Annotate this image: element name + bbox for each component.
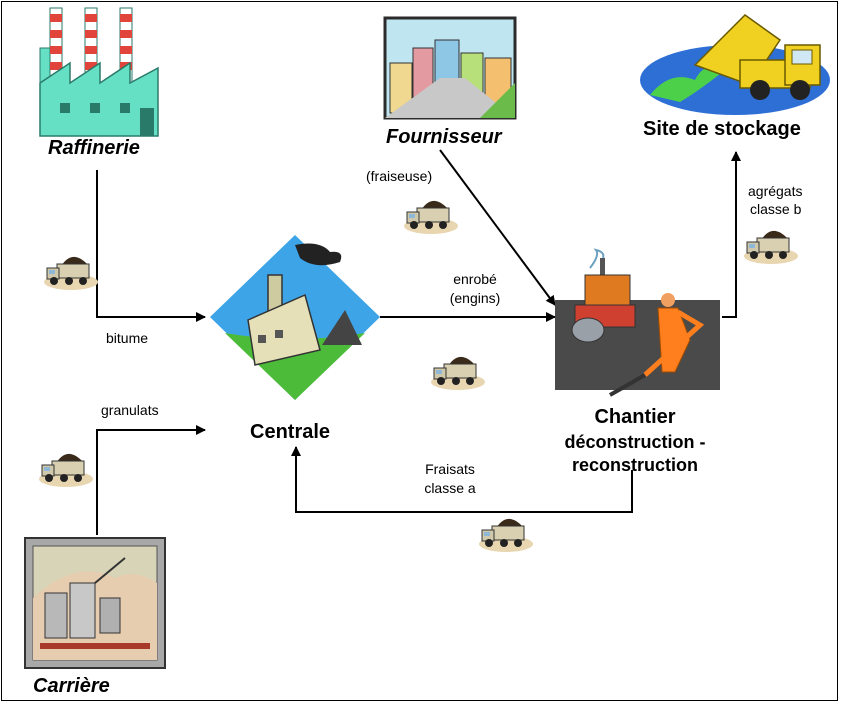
node-label-centrale: Centrale [250, 421, 331, 443]
edge-label-agregats-2: classe b [750, 201, 802, 217]
truck-icon [743, 230, 799, 265]
node-label-chantier-sub2: reconstruction [571, 455, 699, 475]
node-label-carriere: Carrière [33, 675, 110, 697]
edge-label-fraisats-1: Fraisats [425, 461, 475, 477]
edge-label-fraiseuse: (fraiseuse) [366, 168, 433, 184]
edge-carriere-centrale [96, 425, 206, 535]
truck-icon [478, 518, 534, 553]
node-label-chantier: Chantier [594, 406, 676, 428]
edge-label-bitume: bitume [106, 330, 149, 346]
truck-icon [38, 453, 94, 488]
truck-icon [430, 356, 486, 391]
edge-chantier-centrale [291, 446, 633, 513]
edge-chantier-stockage [722, 151, 741, 318]
edge-label-enrobe-1: enrobé [453, 271, 497, 287]
node-label-site-stockage: Site de stockage [643, 118, 801, 140]
edge-raffinerie-centrale [96, 170, 206, 322]
edge-label-enrobe-2: (engins) [449, 290, 501, 306]
node-label-fournisseur: Fournisseur [386, 126, 502, 148]
edge-fournisseur-chantier [439, 149, 556, 306]
road-worker-icon [555, 248, 720, 397]
edge-label-granulats: granulats [101, 402, 159, 418]
node-label-raffinerie: Raffinerie [48, 137, 140, 159]
node-label-chantier-sub1: déconstruction - [564, 432, 706, 452]
truck-icon [403, 200, 459, 235]
quarry-icon [24, 537, 166, 669]
edge-label-fraisats-2: classe a [424, 480, 476, 496]
city-icon [383, 16, 517, 120]
factory-icon [39, 7, 159, 137]
edge-label-agregats-1: agrégats [748, 183, 803, 199]
dump-truck-icon [640, 14, 830, 115]
plant-icon [210, 235, 380, 400]
truck-icon [43, 256, 99, 291]
